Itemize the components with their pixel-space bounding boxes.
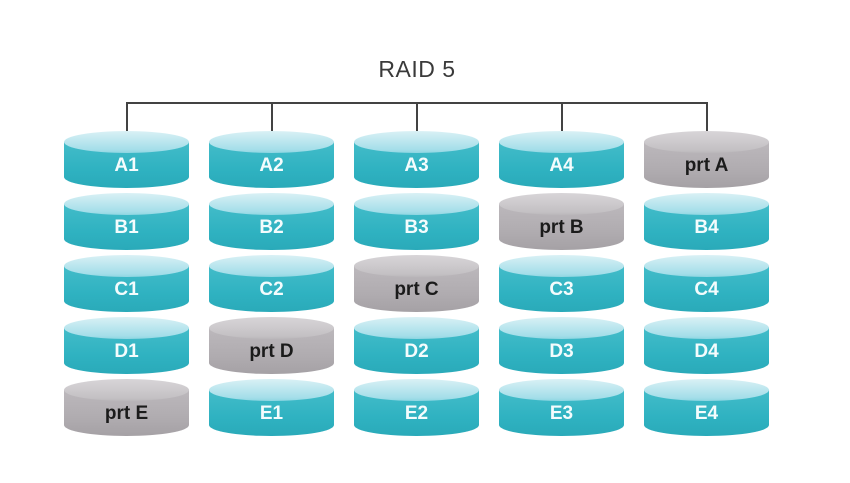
bus-drop-line-1 — [126, 102, 128, 134]
data-block-b4: B4 — [644, 193, 769, 250]
disk-top-ellipse — [499, 255, 624, 277]
bus-drop-line-4 — [561, 102, 563, 134]
data-block-d2: D2 — [354, 317, 479, 374]
data-block-c4: C4 — [644, 255, 769, 312]
data-block-a4: A4 — [499, 131, 624, 188]
disk-block-label: B1 — [114, 217, 139, 238]
bus-drop-line-3 — [416, 102, 418, 134]
disk-top-ellipse — [644, 255, 769, 277]
disk-block-label: C3 — [549, 279, 574, 300]
data-block-d4: D4 — [644, 317, 769, 374]
disk-block-label: C1 — [114, 279, 139, 300]
disk-top-ellipse — [64, 131, 189, 153]
disk-top-ellipse — [499, 193, 624, 215]
disk-top-ellipse — [64, 255, 189, 277]
disk-block-label: D1 — [114, 341, 139, 362]
data-block-c1: C1 — [64, 255, 189, 312]
data-block-e1: E1 — [209, 379, 334, 436]
disk-top-ellipse — [354, 131, 479, 153]
disk-top-ellipse — [209, 193, 334, 215]
data-block-b3: B3 — [354, 193, 479, 250]
disk-top-ellipse — [644, 193, 769, 215]
disk-block-label: B2 — [259, 217, 284, 238]
disk-block-label: E3 — [549, 403, 574, 424]
disk-block-label: prt C — [394, 279, 439, 300]
data-block-e3: E3 — [499, 379, 624, 436]
diagram-title: RAID 5 — [378, 56, 456, 82]
disk-top-ellipse — [644, 317, 769, 339]
data-block-a1: A1 — [64, 131, 189, 188]
disk-top-ellipse — [64, 193, 189, 215]
data-block-e2: E2 — [354, 379, 479, 436]
disk-block-label: A1 — [114, 155, 139, 176]
disk-block-label: A2 — [259, 155, 284, 176]
data-block-c3: C3 — [499, 255, 624, 312]
disk-top-ellipse — [499, 131, 624, 153]
data-block-c2: C2 — [209, 255, 334, 312]
disk-top-ellipse — [354, 317, 479, 339]
parity-block-prt-b: prt B — [499, 193, 624, 250]
disk-top-ellipse — [354, 379, 479, 401]
disk-block-label: prt E — [104, 403, 149, 424]
disk-top-ellipse — [499, 379, 624, 401]
disk-block-label: C4 — [694, 279, 719, 300]
disk-block-label: A3 — [404, 155, 429, 176]
bus-drop-line-5 — [706, 102, 708, 134]
disk-block-label: A4 — [549, 155, 574, 176]
parity-block-prt-d: prt D — [209, 317, 334, 374]
disk-top-ellipse — [64, 379, 189, 401]
data-block-b1: B1 — [64, 193, 189, 250]
data-block-d1: D1 — [64, 317, 189, 374]
parity-block-prt-e: prt E — [64, 379, 189, 436]
disk-block-label: B3 — [404, 217, 429, 238]
disk-top-ellipse — [209, 317, 334, 339]
disk-block-label: prt D — [249, 341, 294, 362]
disk-block-label: E4 — [694, 403, 719, 424]
disk-block-label: prt A — [684, 155, 729, 176]
disk-top-ellipse — [209, 131, 334, 153]
disk-top-ellipse — [499, 317, 624, 339]
disk-top-ellipse — [209, 255, 334, 277]
disk-block-label: C2 — [259, 279, 284, 300]
disk-block-label: D3 — [549, 341, 574, 362]
bus-drop-line-2 — [271, 102, 273, 134]
data-block-a3: A3 — [354, 131, 479, 188]
disk-block-label: D4 — [694, 341, 719, 362]
disk-block-label: E2 — [404, 403, 429, 424]
data-block-b2: B2 — [209, 193, 334, 250]
disk-top-ellipse — [354, 193, 479, 215]
disk-top-ellipse — [209, 379, 334, 401]
data-block-e4: E4 — [644, 379, 769, 436]
disk-block-label: B4 — [694, 217, 719, 238]
disk-block-label: E1 — [259, 403, 284, 424]
parity-block-prt-a: prt A — [644, 131, 769, 188]
data-block-a2: A2 — [209, 131, 334, 188]
disk-top-ellipse — [354, 255, 479, 277]
disk-block-label: prt B — [539, 217, 584, 238]
parity-block-prt-c: prt C — [354, 255, 479, 312]
disk-block-label: D2 — [404, 341, 429, 362]
disk-top-ellipse — [644, 379, 769, 401]
data-block-d3: D3 — [499, 317, 624, 374]
disk-top-ellipse — [644, 131, 769, 153]
disk-top-ellipse — [64, 317, 189, 339]
